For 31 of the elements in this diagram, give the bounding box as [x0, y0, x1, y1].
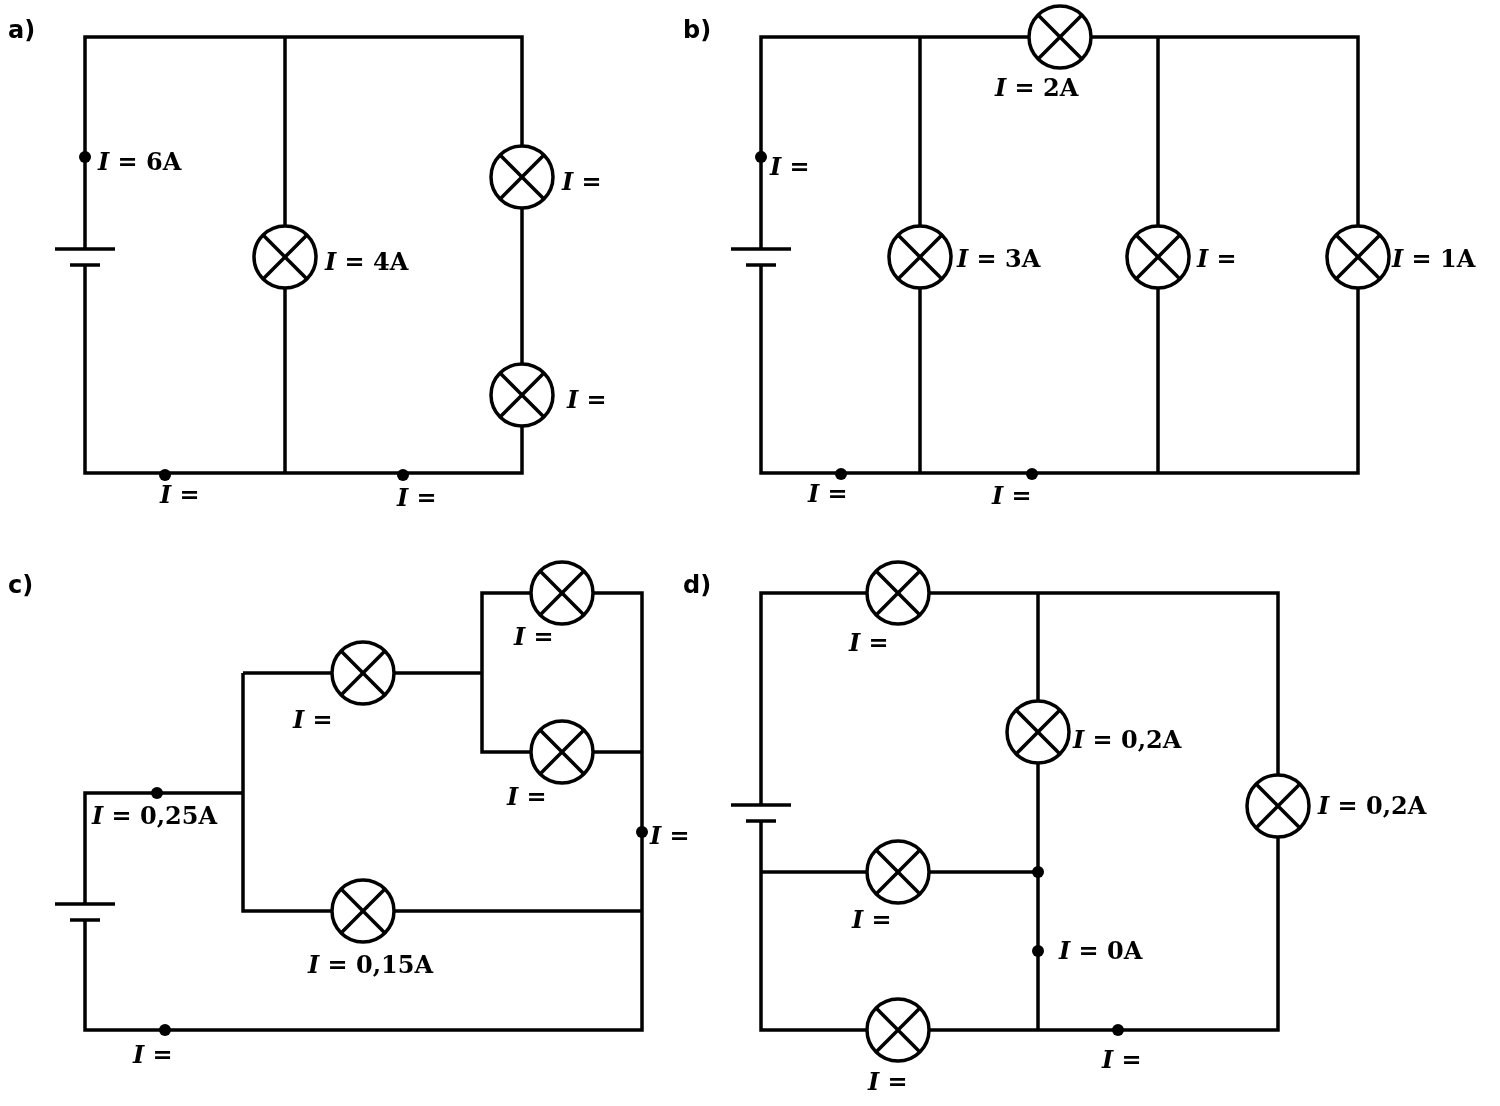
- current-label: I =: [160, 481, 200, 509]
- panel-label: d): [683, 571, 712, 599]
- current-label: I =: [650, 822, 690, 850]
- current-label: I =: [514, 623, 554, 651]
- current-label: I =: [868, 1068, 908, 1096]
- current-label: I = 0,2A: [1073, 726, 1182, 754]
- current-label: I =: [562, 168, 602, 196]
- current-label: I =: [133, 1041, 173, 1069]
- current-label: I = 1A: [1392, 245, 1476, 273]
- current-label: I = 0,25A: [92, 802, 218, 830]
- current-label: I = 3A: [957, 245, 1041, 273]
- current-label: I =: [507, 783, 547, 811]
- current-label: I =: [808, 480, 848, 508]
- current-label: I = 0,15A: [308, 951, 434, 979]
- current-label: I = 4A: [325, 248, 409, 276]
- current-label: I =: [397, 484, 437, 512]
- current-label: I =: [1197, 245, 1237, 273]
- current-label: I =: [852, 906, 892, 934]
- current-label: I = 6A: [98, 148, 182, 176]
- panel-label: c): [8, 571, 34, 599]
- current-label: I = 0,2A: [1318, 792, 1427, 820]
- current-label: I = 2A: [995, 74, 1079, 102]
- current-label: I = 0A: [1059, 937, 1143, 965]
- current-label: I =: [770, 153, 810, 181]
- current-label: I =: [1102, 1046, 1142, 1074]
- panel-label: a): [8, 16, 36, 44]
- current-label: I =: [849, 629, 889, 657]
- current-label: I =: [567, 386, 607, 414]
- current-label: I =: [293, 706, 333, 734]
- panel-label: b): [683, 16, 712, 44]
- current-label: I =: [992, 482, 1032, 510]
